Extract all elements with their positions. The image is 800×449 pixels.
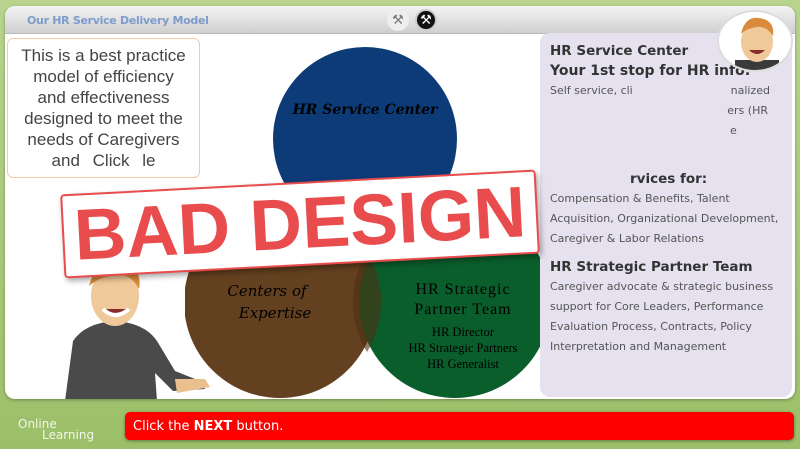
label-centers-of: Centers of <box>227 282 309 300</box>
intro-line: Click <box>92 151 130 170</box>
member-item: HR Director <box>432 325 495 339</box>
section-subtitle: Your 1st stop for HR info: <box>550 63 751 79</box>
intro-line: and effectiveness <box>37 88 170 107</box>
member-item: HR Generalist <box>427 357 499 371</box>
intro-text-box: This is a best practice model of efficie… <box>7 38 200 178</box>
section-title: HR Service Center <box>550 43 689 59</box>
intro-line: needs of Caregivers <box>27 130 180 149</box>
info-panel: HR Service Center Your 1st stop for HR i… <box>540 33 792 397</box>
intro-fragment-row: and Click le <box>8 150 199 171</box>
intro-line: designed to meet the <box>24 109 183 128</box>
intro-line: and <box>51 151 80 170</box>
instruction-bar: Click the NEXT button. <box>125 412 794 440</box>
slide: Our HR Service Delivery Model ⚒ ⚒ This i… <box>5 6 795 399</box>
label-hr-strategic: HR Strategic <box>415 281 510 298</box>
header-bar: Our HR Service Delivery Model ⚒ ⚒ <box>5 6 795 34</box>
section-text: Caregiver advocate & strategic business … <box>550 280 774 353</box>
member-item: HR Strategic Partners <box>408 341 517 355</box>
tools-active-icon[interactable]: ⚒ <box>415 9 437 31</box>
intro-line: This is a best practice <box>21 46 186 65</box>
label-hr-service-center: HR Service Center <box>292 102 439 118</box>
label-expertise: Expertise <box>238 304 312 322</box>
label-partner-team: Partner Team <box>414 301 511 318</box>
section-title: HR Strategic Partner Team <box>550 259 753 275</box>
slide-title: Our HR Service Delivery Model <box>27 14 209 27</box>
intro-line: le <box>142 151 156 170</box>
intro-line: model of efficiency <box>33 67 174 86</box>
character-illustration <box>65 262 210 399</box>
section-text: Compensation & Benefits, Talent Acquisit… <box>550 192 779 245</box>
section-title: rvices for: <box>630 171 708 187</box>
avatar <box>717 10 793 72</box>
tools-icon[interactable]: ⚒ <box>387 9 409 31</box>
